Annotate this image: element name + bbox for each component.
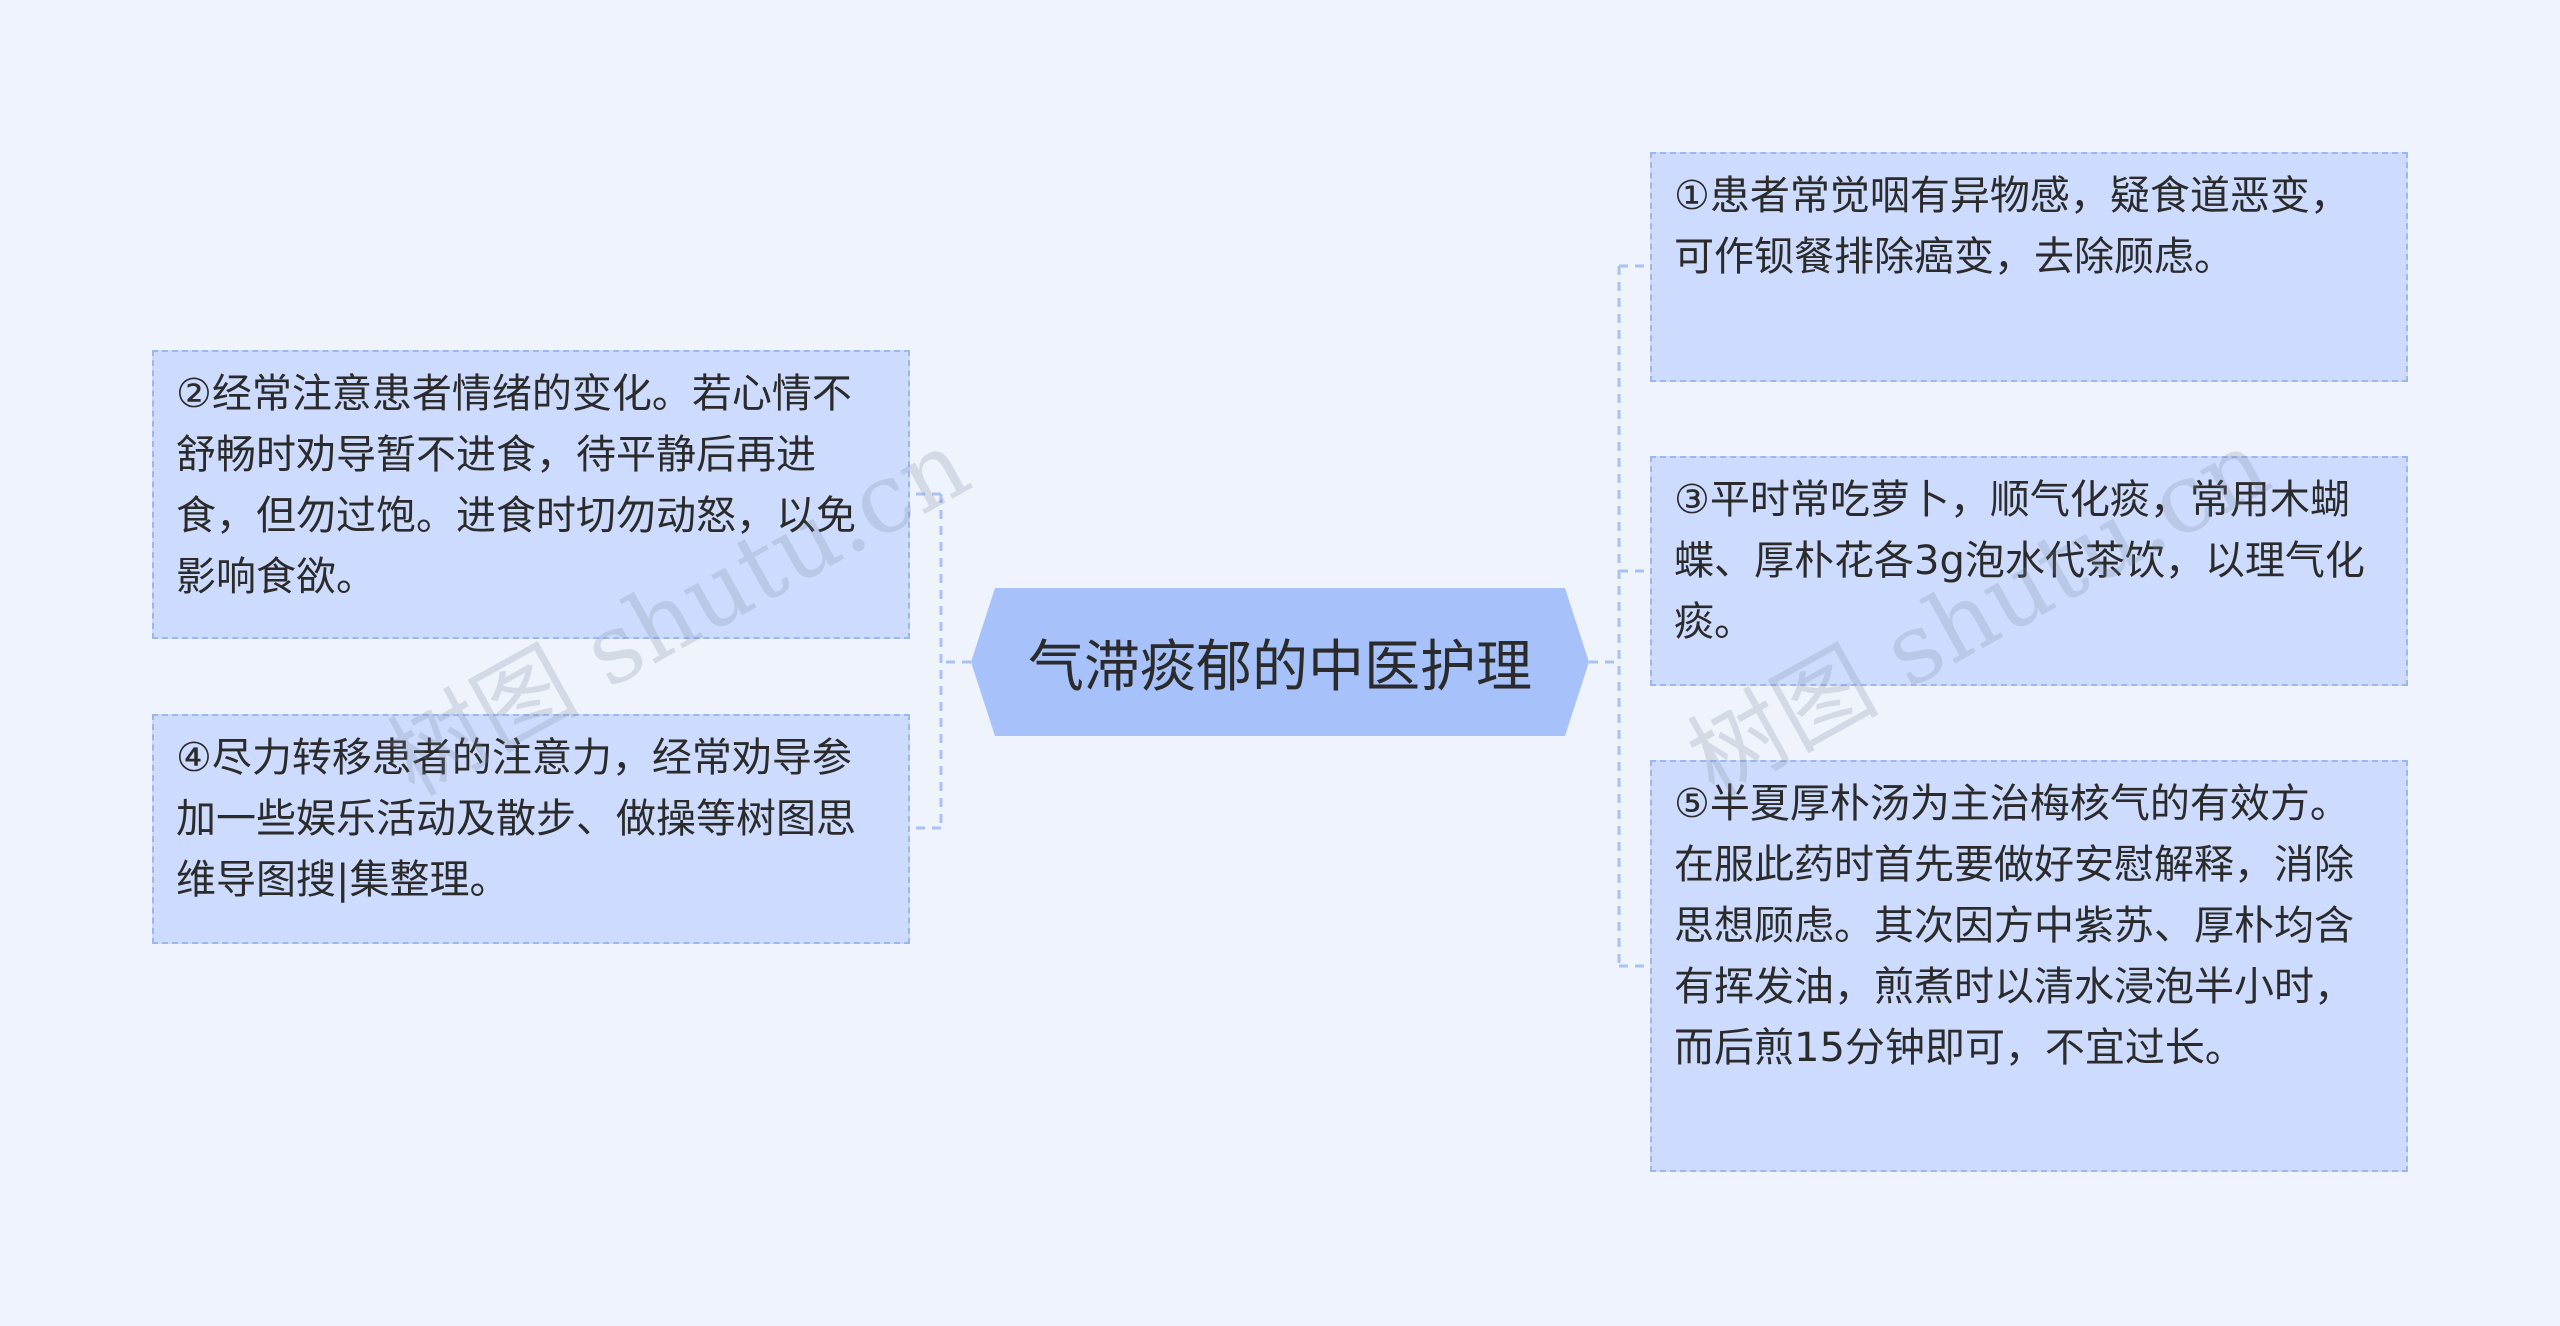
topic-node-5-text: ⑤半夏厚朴汤为主治梅核气的有效方。在服此药时首先要做好安慰解释，消除思想顾虑。其…: [1674, 781, 2354, 1071]
topic-node-3[interactable]: ③平时常吃萝卜，顺气化痰，常用木蝴蝶、厚朴花各3g泡水代茶饮，以理气化痰。: [1650, 456, 2408, 686]
topic-node-2[interactable]: ②经常注意患者情绪的变化。若心情不舒畅时劝导暂不进食，待平静后再进食，但勿过饱。…: [152, 350, 910, 639]
topic-node-5[interactable]: ⑤半夏厚朴汤为主治梅核气的有效方。在服此药时首先要做好安慰解释，消除思想顾虑。其…: [1650, 760, 2408, 1172]
central-topic-label: 气滞痰郁的中医护理: [1028, 634, 1532, 700]
central-topic[interactable]: 气滞痰郁的中医护理: [971, 588, 1589, 736]
central-topic-shape: [971, 588, 1589, 736]
topic-node-4-text: ④尽力转移患者的注意力，经常劝导参加一些娱乐活动及散步、做操等树图思维导图搜|集…: [176, 735, 856, 903]
topic-node-1-text: ①患者常觉咽有异物感，疑食道恶变，可作钡餐排除癌变，去除顾虑。: [1674, 173, 2350, 280]
topic-node-3-text: ③平时常吃萝卜，顺气化痰，常用木蝴蝶、厚朴花各3g泡水代茶饮，以理气化痰。: [1674, 477, 2365, 645]
topic-node-2-text: ②经常注意患者情绪的变化。若心情不舒畅时劝导暂不进食，待平静后再进食，但勿过饱。…: [176, 371, 856, 600]
topic-node-1[interactable]: ①患者常觉咽有异物感，疑食道恶变，可作钡餐排除癌变，去除顾虑。: [1650, 152, 2408, 382]
connector-trunk-left: [939, 494, 971, 828]
connector-trunk-right: [1589, 266, 1621, 966]
topic-node-4[interactable]: ④尽力转移患者的注意力，经常劝导参加一些娱乐活动及散步、做操等树图思维导图搜|集…: [152, 714, 910, 944]
